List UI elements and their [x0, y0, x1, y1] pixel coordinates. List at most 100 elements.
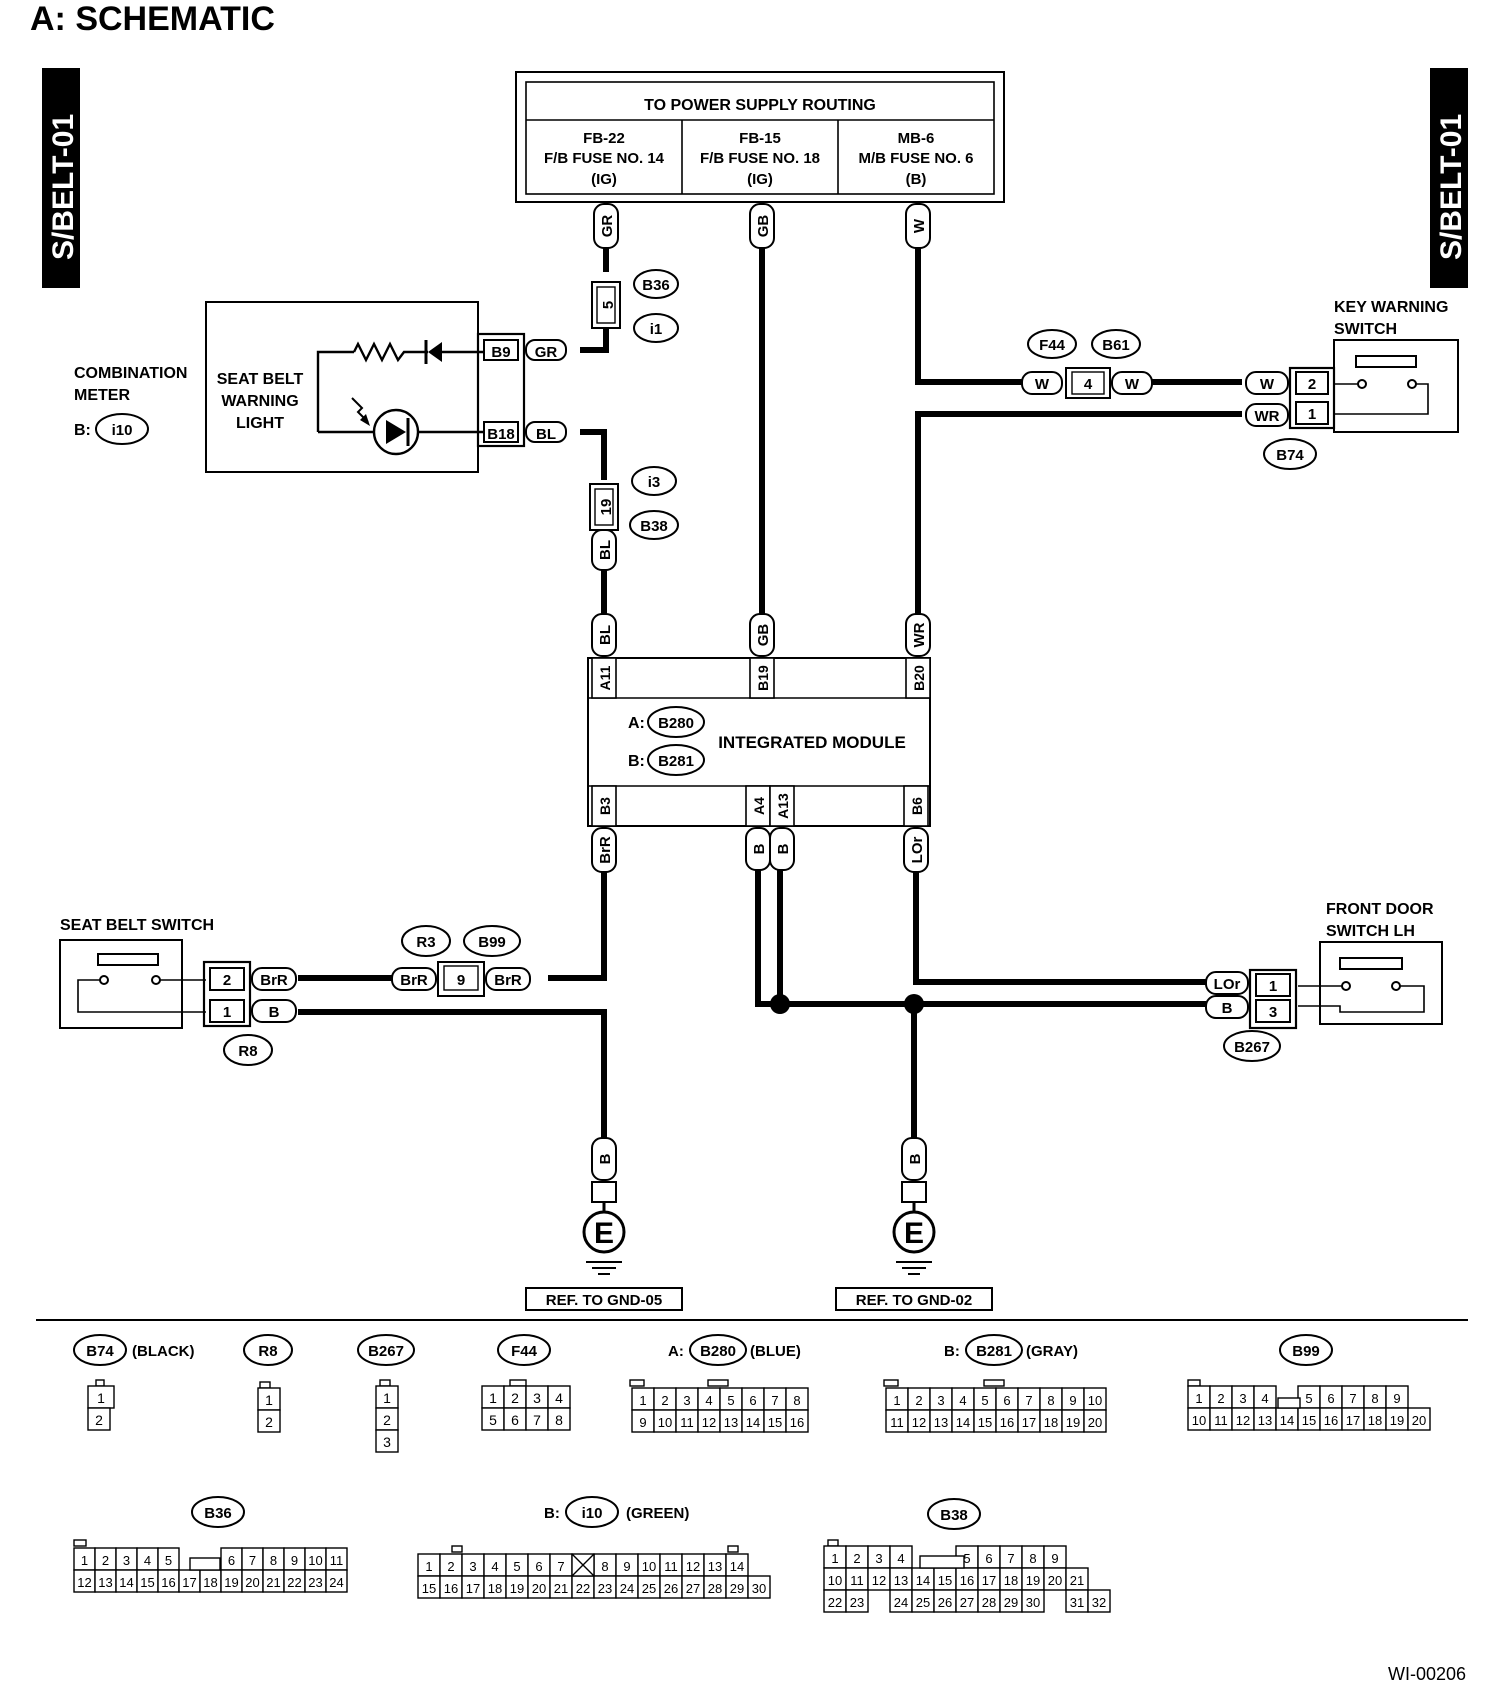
svg-text:SWITCH: SWITCH [1334, 321, 1397, 338]
pin-cell: 15 [422, 1581, 436, 1596]
pin-cell: 2 [383, 1412, 391, 1428]
power-supply-box: TO POWER SUPPLY ROUTING FB-22 F/B FUSE N… [515, 71, 1005, 203]
pin-cell: 19 [224, 1575, 238, 1590]
ref-gnd-05: REF. TO GND-05 [546, 1292, 662, 1309]
pin-cell: 25 [916, 1595, 930, 1610]
svg-text:B99: B99 [1292, 1343, 1320, 1360]
inline-connector-f44-b61: W 4 W F44 B61 [1021, 329, 1153, 399]
svg-text:BrR: BrR [400, 972, 428, 989]
svg-text:B: B [775, 843, 792, 854]
svg-text:GR: GR [535, 344, 558, 361]
svg-text:B281: B281 [658, 753, 694, 770]
pin-cell: 8 [1371, 1391, 1378, 1406]
pin-cell: 21 [1070, 1573, 1084, 1588]
pin-cell: 6 [511, 1412, 519, 1428]
svg-text:3: 3 [1269, 1004, 1277, 1021]
svg-text:2: 2 [223, 972, 231, 989]
pin-cell: 22 [828, 1595, 842, 1610]
pin-cell: 16 [444, 1581, 458, 1596]
svg-text:B19: B19 [755, 665, 771, 691]
pin-cell: 26 [664, 1581, 678, 1596]
pin-cell: 9 [1051, 1551, 1058, 1566]
pin-cell: 13 [724, 1415, 738, 1430]
svg-text:4: 4 [1084, 376, 1093, 393]
pin-cell: 17 [982, 1573, 996, 1588]
pin-b18: B18 [487, 426, 515, 443]
figure-id: WI-00206 [1388, 1664, 1466, 1684]
side-tab-right: S/BELT-01 [1430, 68, 1468, 288]
svg-text:B20: B20 [911, 665, 927, 691]
pin-cell: 10 [658, 1415, 672, 1430]
svg-text:B: B [907, 1153, 924, 1164]
key-warning-switch-label: KEY WARNING [1334, 299, 1448, 316]
svg-text:F44: F44 [1039, 337, 1066, 354]
pin-cell: 3 [469, 1559, 476, 1574]
svg-text:19: 19 [598, 499, 615, 516]
inline-connector-b36-i1: 5 B36 i1 [591, 269, 679, 343]
pin-cell: 30 [752, 1581, 766, 1596]
pin-cell: 18 [488, 1581, 502, 1596]
pin-cell: 27 [960, 1595, 974, 1610]
pin-cell: 10 [828, 1573, 842, 1588]
fuse-1-id: FB-22 [583, 130, 625, 147]
pin-cell: 6 [1327, 1391, 1334, 1406]
pin-cell: 1 [639, 1393, 646, 1408]
front-door-switch: FRONT DOOR SWITCH LH 1 3 LOr B B267 [1205, 901, 1443, 1062]
svg-text:WR: WR [911, 622, 928, 647]
pin-cell: 7 [1349, 1391, 1356, 1406]
fuse-1-name: F/B FUSE NO. 14 [544, 150, 665, 167]
svg-text:5: 5 [600, 301, 617, 309]
pin-cell: 16 [960, 1573, 974, 1588]
svg-text:WARNING: WARNING [221, 393, 298, 410]
combination-meter-label: COMBINATION [74, 365, 187, 382]
svg-text:B:: B: [74, 422, 91, 439]
pin-cell: 3 [875, 1551, 882, 1566]
pin-cell: 2 [447, 1559, 454, 1574]
pin-cell: 14 [916, 1573, 930, 1588]
svg-text:B: B [269, 1004, 280, 1021]
fuse-2-type: (IG) [747, 171, 773, 188]
svg-text:i10: i10 [582, 1505, 603, 1522]
pin-cell: 12 [77, 1575, 91, 1590]
pin-cell: 22 [576, 1581, 590, 1596]
wire-label-gr: GR [599, 215, 616, 238]
pin-cell: 24 [329, 1575, 343, 1590]
svg-text:B281: B281 [976, 1343, 1012, 1360]
pin-cell: 12 [702, 1415, 716, 1430]
pin-cell: 13 [1258, 1413, 1272, 1428]
ground-gnd-05: B E REF. TO GND-05 [525, 1137, 683, 1311]
svg-text:B: B [1222, 1000, 1233, 1017]
svg-text:R3: R3 [416, 934, 435, 951]
svg-text:B36: B36 [204, 1505, 232, 1522]
svg-text:F44: F44 [511, 1343, 538, 1360]
pin-cell: 6 [1003, 1393, 1010, 1408]
svg-text:9: 9 [457, 972, 465, 989]
legend-b74: B74 (BLACK) 12 [73, 1334, 194, 1431]
pin-cell: 10 [642, 1559, 656, 1574]
pin-cell: 2 [511, 1390, 519, 1406]
pin-cell: 12 [686, 1559, 700, 1574]
pin-cell: 8 [1029, 1551, 1036, 1566]
pin-cell: 11 [330, 1553, 344, 1568]
seat-belt-switch: SEAT BELT SWITCH 2 1 BrR B R8 [59, 917, 297, 1066]
svg-text:A11: A11 [597, 665, 613, 690]
pin-cell: 14 [730, 1559, 744, 1574]
fuse-1-type: (IG) [591, 171, 617, 188]
svg-text:B:: B: [628, 753, 645, 770]
wire-label-gb: GB [755, 215, 772, 238]
pin-cell: 13 [894, 1573, 908, 1588]
pin-cell: 16 [1324, 1413, 1338, 1428]
pin-cell: 21 [554, 1581, 568, 1596]
pin-cell: 15 [978, 1415, 992, 1430]
pin-cell: 3 [683, 1393, 690, 1408]
pin-cell: 4 [491, 1559, 498, 1574]
pin-cell: 12 [1236, 1413, 1250, 1428]
pin-cell: 6 [749, 1393, 756, 1408]
pin-cell: 3 [1239, 1391, 1246, 1406]
pin-cell: 9 [291, 1553, 298, 1568]
